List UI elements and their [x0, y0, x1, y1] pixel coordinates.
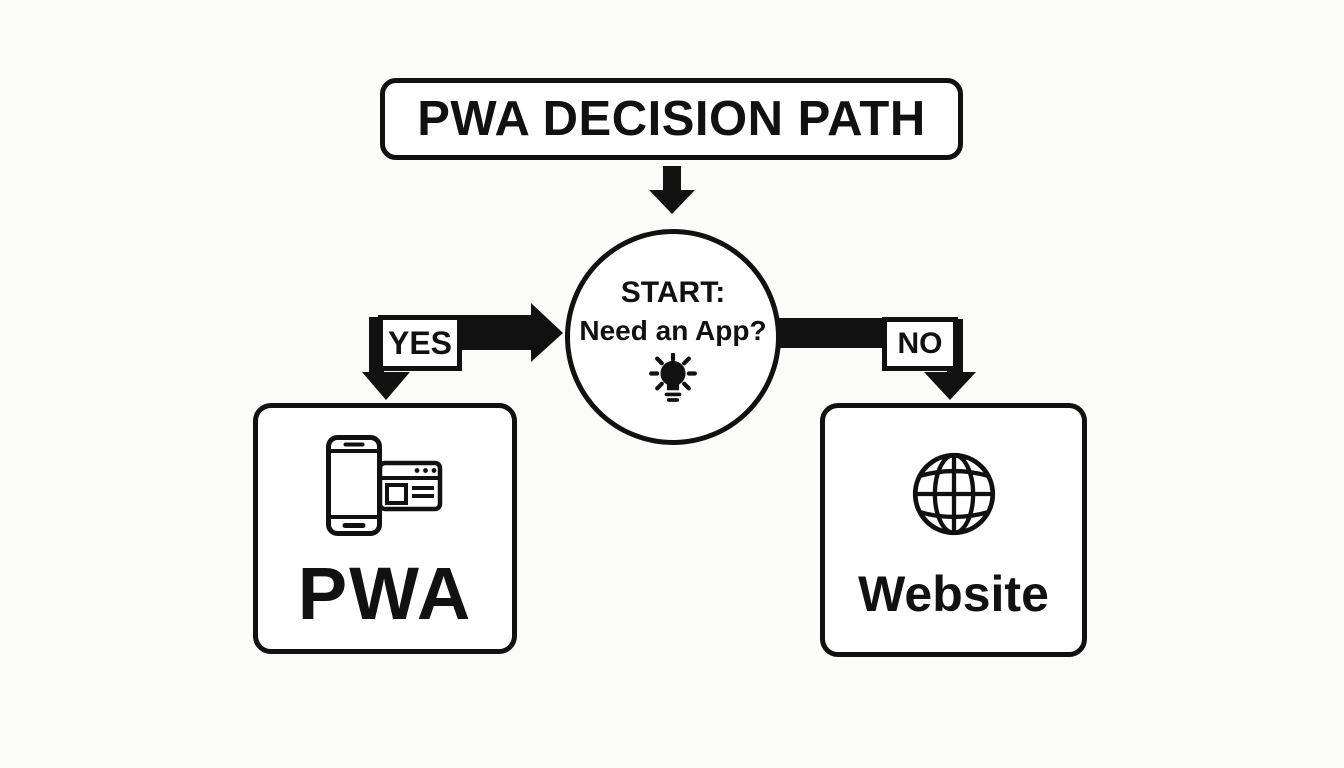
globe-icon	[910, 450, 998, 538]
no-label-box: NO	[882, 317, 958, 371]
pwa-label: PWA	[297, 552, 473, 635]
start-node: START: Need an App?	[565, 229, 781, 445]
arrow-down-yes-to-pwa	[362, 317, 410, 400]
start-question: Need an App?	[579, 315, 767, 346]
arrow-down-title-to-start	[649, 166, 695, 214]
page-title: PWA DECISION PATH	[417, 92, 926, 146]
phone-browser-icon	[326, 435, 444, 537]
yes-label-box: YES	[378, 315, 462, 371]
pwa-outcome-box: PWA	[253, 403, 517, 654]
lightbulb-icon	[646, 353, 700, 407]
arrow-right-yes-branch	[458, 303, 563, 362]
website-label: Website	[858, 566, 1049, 622]
yes-label: YES	[387, 324, 453, 361]
website-outcome-box: Website	[820, 403, 1087, 657]
title-box: PWA DECISION PATH	[380, 78, 963, 160]
start-label: START:	[620, 276, 726, 309]
no-label: NO	[897, 327, 943, 360]
bar-no-branch	[779, 318, 882, 348]
